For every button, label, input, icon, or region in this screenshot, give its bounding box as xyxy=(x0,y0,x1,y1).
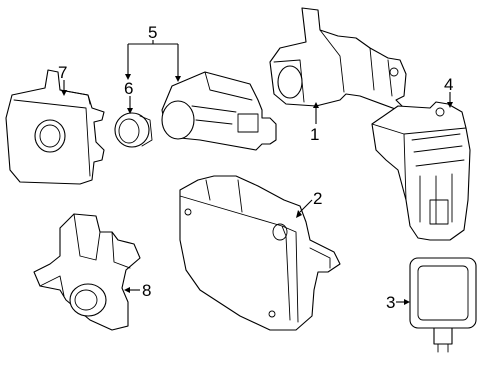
callout-4-arrow xyxy=(447,102,453,108)
callout-5-arrow-b xyxy=(175,76,181,82)
callout-3-arrow xyxy=(404,299,410,305)
part-7-sensor-bezel xyxy=(5,69,105,185)
callout-2-label: 2 xyxy=(313,189,322,208)
callout-2-leader xyxy=(299,199,313,213)
part-3-square-sensor xyxy=(409,257,477,353)
callout-8-label: 8 xyxy=(142,281,151,300)
part-1-camera xyxy=(269,7,407,111)
callout-8-arrow xyxy=(124,287,130,293)
callout-1-arrow xyxy=(313,102,319,108)
callout-7-label: 7 xyxy=(58,63,67,82)
callout-4-label: 4 xyxy=(444,75,453,94)
callout-5-arrow-a xyxy=(125,74,131,80)
part-4-bracket xyxy=(371,101,471,241)
part-6-grommet xyxy=(114,112,153,148)
callout-7-arrow xyxy=(61,90,67,96)
callout-6-arrow xyxy=(127,108,133,114)
part-8-sensor-bracket xyxy=(33,213,141,331)
callout-2-arrow xyxy=(296,210,302,218)
callout-1-label: 1 xyxy=(310,125,319,144)
callout-5-label: 5 xyxy=(148,23,157,42)
callout-3-label: 3 xyxy=(386,293,395,312)
callout-6-label: 6 xyxy=(124,79,133,98)
callout-5-leader xyxy=(127,40,179,76)
part-5-parking-sensor xyxy=(161,71,277,151)
